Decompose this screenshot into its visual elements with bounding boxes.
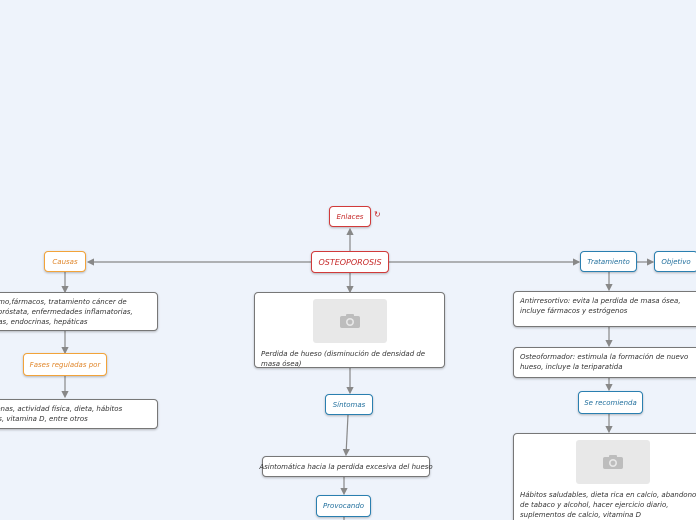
node-antirresortivo[interactable]: Antirresortivo: evita la perdida de masa… bbox=[513, 291, 696, 327]
antirresortivo-text: Antirresortivo: evita la perdida de masa… bbox=[520, 297, 681, 316]
habitos-text: Hábitos saludables, dieta rica en calcio… bbox=[520, 491, 696, 520]
perdida-text: Perdida de hueso (disminución de densida… bbox=[261, 350, 426, 369]
node-asintomatica[interactable]: Asintomática hacia la perdida excesiva d… bbox=[259, 456, 433, 477]
camera-glyph bbox=[339, 314, 360, 328]
fases-detail-text: Hormonas, actividad física, dieta, hábit… bbox=[0, 405, 123, 424]
camera-glyph bbox=[603, 455, 623, 469]
node-se-recomienda[interactable]: Se recomienda bbox=[578, 391, 643, 414]
node-provocando-label: Provocando bbox=[322, 502, 365, 510]
osteoformador-text: Osteoformador: estimula la formación de … bbox=[520, 353, 689, 372]
node-sintomas[interactable]: Síntomas bbox=[325, 394, 373, 415]
camera-icon bbox=[576, 440, 650, 484]
node-objetivo-label: Objetivo bbox=[661, 257, 691, 266]
node-perdida[interactable]: Perdida de hueso (disminución de densida… bbox=[254, 292, 445, 368]
link-sintomas-asintomatica bbox=[342, 414, 350, 457]
node-causas-detail[interactable]: Alcoholismo,fármacos, tratamiento cáncer… bbox=[0, 292, 158, 331]
node-enlaces[interactable]: Enlaces bbox=[329, 206, 371, 227]
node-root[interactable]: OSTEOPOROSIS bbox=[311, 251, 389, 273]
node-tratamiento-label: Tratamiento bbox=[587, 257, 630, 266]
causas-detail-text: Alcoholismo,fármacos, tratamiento cáncer… bbox=[0, 298, 133, 327]
node-sintomas-label: Síntomas bbox=[332, 400, 366, 409]
root-label: OSTEOPOROSIS bbox=[318, 257, 382, 267]
node-osteoformador[interactable]: Osteoformador: estimula la formación de … bbox=[513, 347, 696, 378]
node-habitos[interactable]: Hábitos saludables, dieta rica en calcio… bbox=[513, 433, 696, 520]
link-icon[interactable]: ↻ bbox=[374, 210, 381, 219]
node-fases-detail[interactable]: Hormonas, actividad física, dieta, hábit… bbox=[0, 399, 158, 429]
node-tratamiento[interactable]: Tratamiento bbox=[580, 251, 637, 272]
node-causas[interactable]: Causas bbox=[44, 251, 86, 272]
node-provocando[interactable]: Provocando bbox=[316, 495, 371, 517]
node-fases[interactable]: Fases reguladas por bbox=[23, 353, 107, 376]
asintomatica-text: Asintomática hacia la perdida excesiva d… bbox=[259, 462, 433, 471]
node-causas-label: Causas bbox=[52, 257, 78, 266]
node-enlaces-label: Enlaces bbox=[336, 212, 364, 221]
camera-icon bbox=[312, 299, 387, 343]
node-se-recomienda-label: Se recomienda bbox=[584, 398, 637, 407]
node-fases-label: Fases reguladas por bbox=[29, 360, 101, 369]
node-objetivo[interactable]: Objetivo bbox=[654, 251, 696, 272]
